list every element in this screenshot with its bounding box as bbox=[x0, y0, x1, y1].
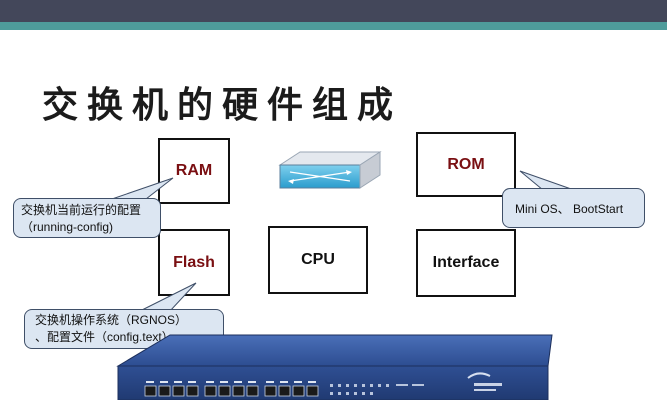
rom-label: ROM bbox=[447, 155, 485, 173]
interface-label: Interface bbox=[432, 254, 500, 271]
flash-callout-line1: 交换机操作系统（RGNOS） bbox=[35, 313, 188, 327]
ram-callout: 交换机当前运行的配置 （running-config) bbox=[13, 198, 161, 238]
ram-label: RAM bbox=[175, 162, 213, 179]
ram-box: RAM bbox=[158, 138, 230, 204]
interface-box: Interface bbox=[416, 229, 516, 297]
rom-callout-text: Mini OS、 BootStart bbox=[515, 202, 624, 216]
rom-callout: Mini OS、 BootStart bbox=[502, 188, 645, 228]
ram-callout-line1: 交换机当前运行的配置 bbox=[21, 203, 142, 217]
slide-title: 交换机的硬件组成 bbox=[42, 84, 403, 126]
flash-callout-line2: 、配置文件（config.text） bbox=[35, 330, 174, 344]
cpu-box: CPU bbox=[268, 226, 368, 294]
accent-bar bbox=[0, 22, 667, 30]
rom-box: ROM bbox=[416, 132, 516, 197]
cpu-label: CPU bbox=[301, 251, 335, 268]
top-bar bbox=[0, 0, 667, 22]
flash-label: Flash bbox=[173, 253, 215, 271]
ram-callout-line2: （running-config) bbox=[21, 220, 114, 234]
